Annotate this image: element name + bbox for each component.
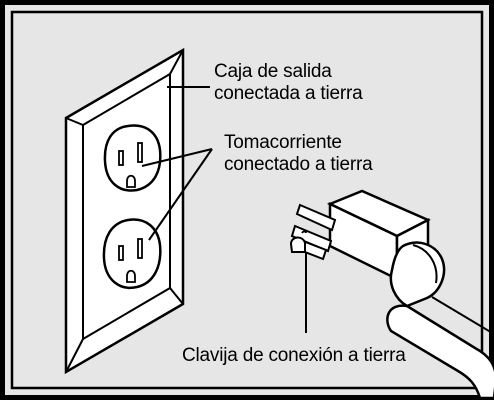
receptacle-label-line-2: conectado a tierra xyxy=(224,154,373,175)
ground-slot-lower xyxy=(126,269,136,283)
neutral-slot-lower xyxy=(137,238,143,259)
ground-slot-upper xyxy=(126,174,136,188)
outlet-box-label-line-2: conectada a tierra xyxy=(214,83,363,104)
hot-slot-upper xyxy=(118,150,124,166)
neutral-slot-upper xyxy=(137,142,143,163)
receptacle-upper xyxy=(103,124,162,192)
receptacle-label: Tomacorriente conectado a tierra xyxy=(224,132,373,176)
grounded-plug xyxy=(289,189,494,400)
ground-pin-label: Clavija de conexión a tierra xyxy=(182,345,406,366)
hot-slot-lower xyxy=(118,245,124,261)
leader-lines xyxy=(141,86,307,333)
receptacle-lower xyxy=(102,218,162,290)
outlet-box-label: Caja de salida conectada a tierra xyxy=(214,61,363,105)
outlet-box-label-line-1: Caja de salida xyxy=(214,61,332,82)
receptacle-label-line-1: Tomacorriente xyxy=(224,132,342,153)
